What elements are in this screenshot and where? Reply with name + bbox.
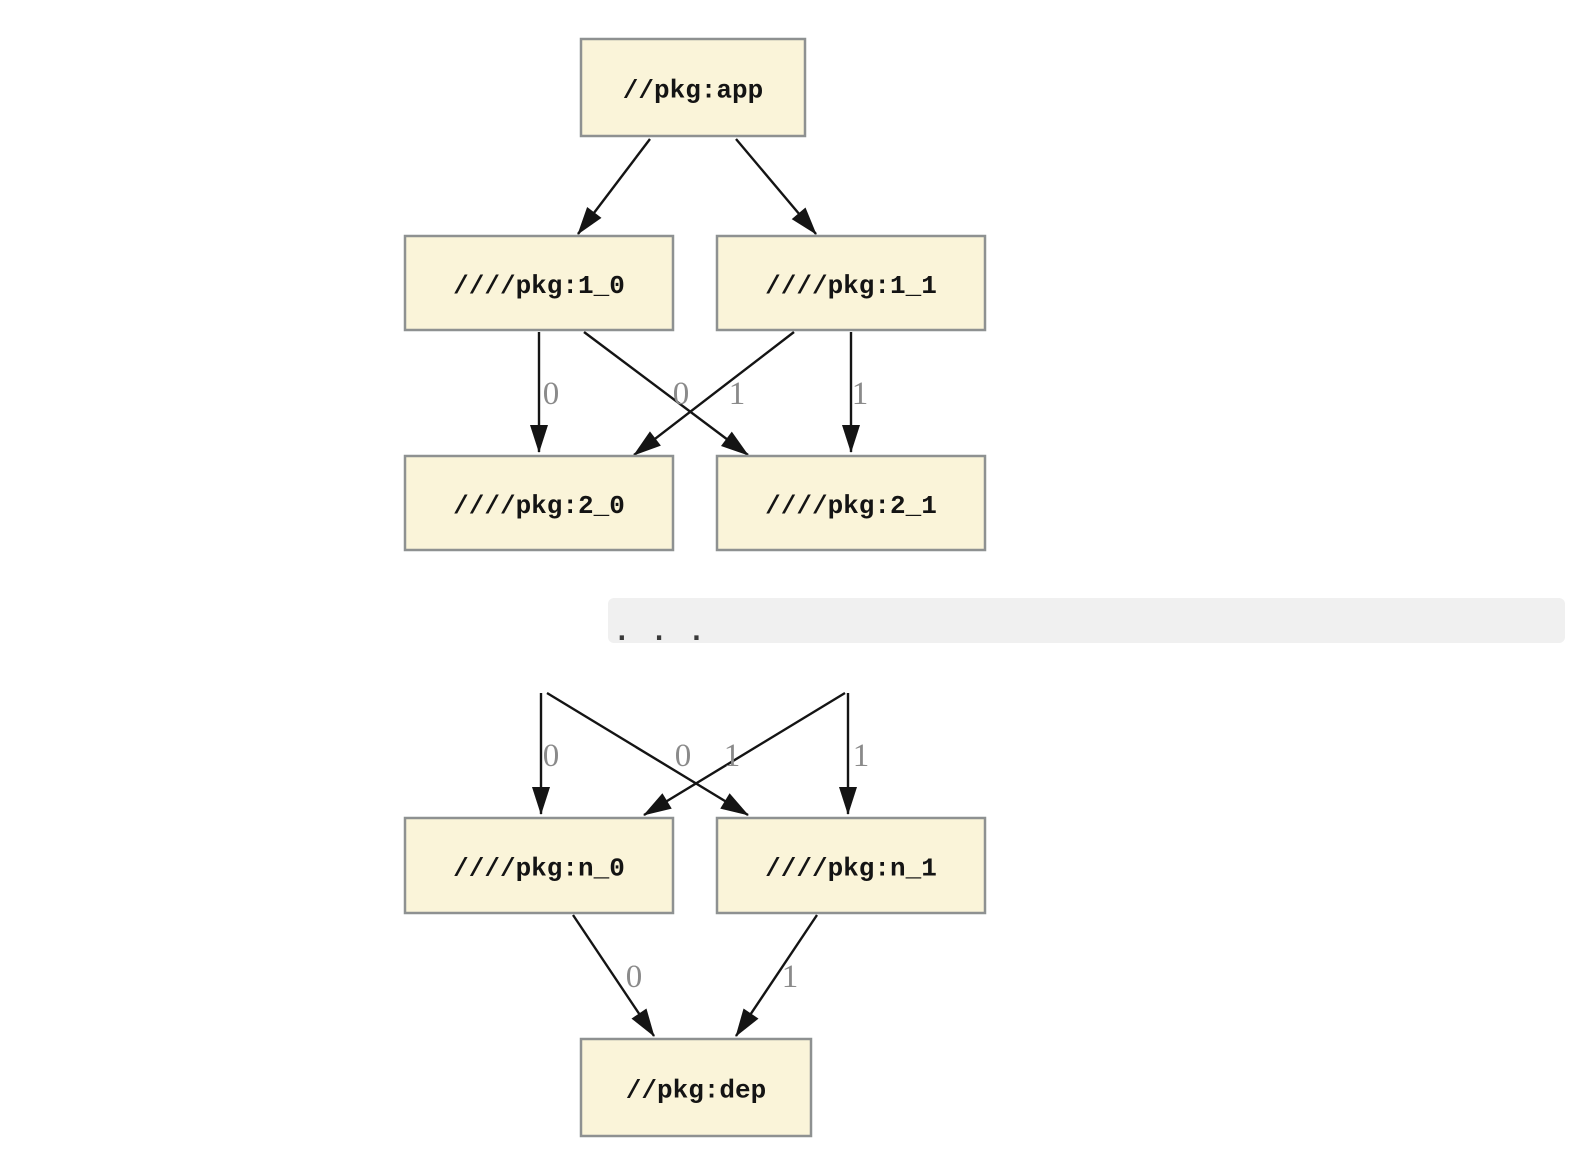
graph-node-label-app: //pkg:app (623, 76, 763, 106)
graph-node-label-2-0: ////pkg:2_0 (453, 491, 625, 521)
graph-node-box-1-1 (715, 234, 987, 332)
graph-node-2-1: ////pkg:2_1 (715, 454, 987, 552)
graph-node-app: //pkg:app (579, 37, 807, 138)
graph-node-box-app (579, 37, 807, 138)
graph-node-box-dep (579, 1037, 813, 1138)
graph-node-n-1: ////pkg:n_1 (715, 816, 987, 915)
graph-node-box-n-0 (403, 816, 675, 915)
graph-node-dep: //pkg:dep (579, 1037, 813, 1138)
ellipsis-dots: . . . (614, 617, 707, 647)
edge-label: 1 (782, 959, 799, 995)
graph-node-2-0: ////pkg:2_0 (403, 454, 675, 552)
graph-edge-prev-r-to-n-0 (643, 691, 846, 817)
ellipsis-code-block (608, 598, 1565, 643)
edge-label: 1 (852, 376, 869, 412)
edges-layer (530, 138, 860, 1037)
edge-label: 0 (675, 738, 692, 774)
edge-label: 1 (853, 738, 870, 774)
graph-node-label-2-1: ////pkg:2_1 (765, 491, 937, 521)
graph-node-box-2-0 (403, 454, 675, 552)
graph-node-label-n-1: ////pkg:n_1 (765, 854, 937, 884)
graph-node-label-dep: //pkg:dep (626, 1076, 766, 1106)
graph-node-1-0: ////pkg:1_0 (403, 234, 675, 332)
edge-label: 1 (729, 376, 746, 412)
graph-node-1-1: ////pkg:1_1 (715, 234, 987, 332)
graph-edge-n-1-to-dep (735, 914, 818, 1037)
graph-node-label-1-0: ////pkg:1_0 (453, 271, 625, 301)
graph-edge-1-1-to-2-0 (633, 331, 795, 456)
graph-edge-app-to-1-1 (735, 138, 817, 235)
ellipsis-layer: . . . (608, 598, 1565, 647)
graph-edge-app-to-1-0 (577, 138, 651, 235)
edge-label: 0 (543, 738, 560, 774)
graph-node-box-1-0 (403, 234, 675, 332)
graph-node-label-n-0: ////pkg:n_0 (453, 854, 625, 884)
edge-label: 0 (673, 376, 690, 412)
edge-label: 0 (543, 376, 560, 412)
nodes-layer: //pkg:app ////pkg:1_0 ////pkg:1_1 ////pkg:2… (403, 37, 987, 1138)
graph-node-n-0: ////pkg:n_0 (403, 816, 675, 915)
graph-node-box-2-1 (715, 454, 987, 552)
graph-node-box-n-1 (715, 816, 987, 915)
graph-edge-1-0-to-2-1 (583, 331, 749, 456)
graph-edge-n-0-to-dep (572, 914, 655, 1037)
graph-node-label-1-1: ////pkg:1_1 (765, 271, 937, 301)
graph-edge-prev-l-to-n-1 (546, 691, 749, 817)
edge-label: 0 (626, 959, 643, 995)
edge-label: 1 (724, 738, 741, 774)
